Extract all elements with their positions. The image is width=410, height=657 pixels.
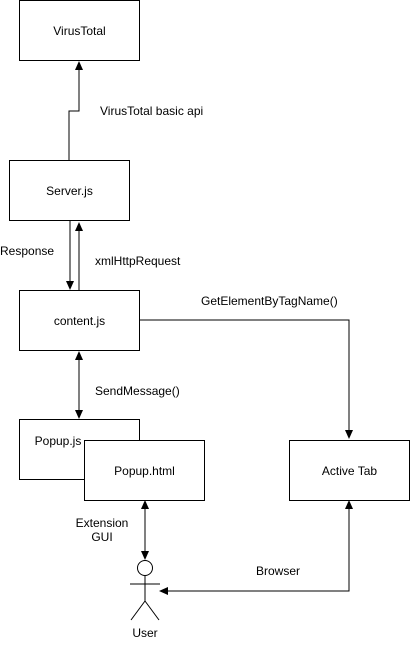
edge-server-to-virustotal [68,61,83,160]
node-content-label: content.js [54,314,105,328]
edge-label-gui: GUI [91,530,112,544]
edge-label-getelementbytagname: GetElementByTagName() [201,294,338,308]
edge-popup-user [141,500,149,560]
node-popup-js-label: Popup.js [35,434,82,448]
node-server-label: Server.js [46,184,93,198]
node-user: User [130,560,160,640]
edge-label-response: Response [0,244,54,258]
user-actor-icon [130,560,160,621]
edge-content-popup [75,351,83,419]
edge-server-to-content [66,221,74,290]
edge-label-virustotal-basic-api: VirusTotal basic api [100,104,203,118]
node-active-tab: Active Tab [289,440,410,501]
node-user-label: User [132,626,157,640]
edge-label-sendmessage: SendMessage() [95,384,180,398]
edge-content-to-active-tab [139,319,353,439]
edge-content-to-server [75,222,83,290]
node-popup-html-label: Popup.html [114,464,175,478]
node-server: Server.js [9,160,130,221]
node-virustotal: VirusTotal [19,0,140,61]
node-content: content.js [19,290,140,351]
node-active-tab-label: Active Tab [322,464,377,478]
edge-label-extension: Extension [76,516,129,530]
edge-label-browser: Browser [256,564,300,578]
node-virustotal-label: VirusTotal [53,24,105,38]
node-popup-html: Popup.html [84,440,205,501]
edge-label-xmlhttprequest: xmlHttpRequest [95,254,181,268]
edge-user-active-tab [159,500,353,595]
